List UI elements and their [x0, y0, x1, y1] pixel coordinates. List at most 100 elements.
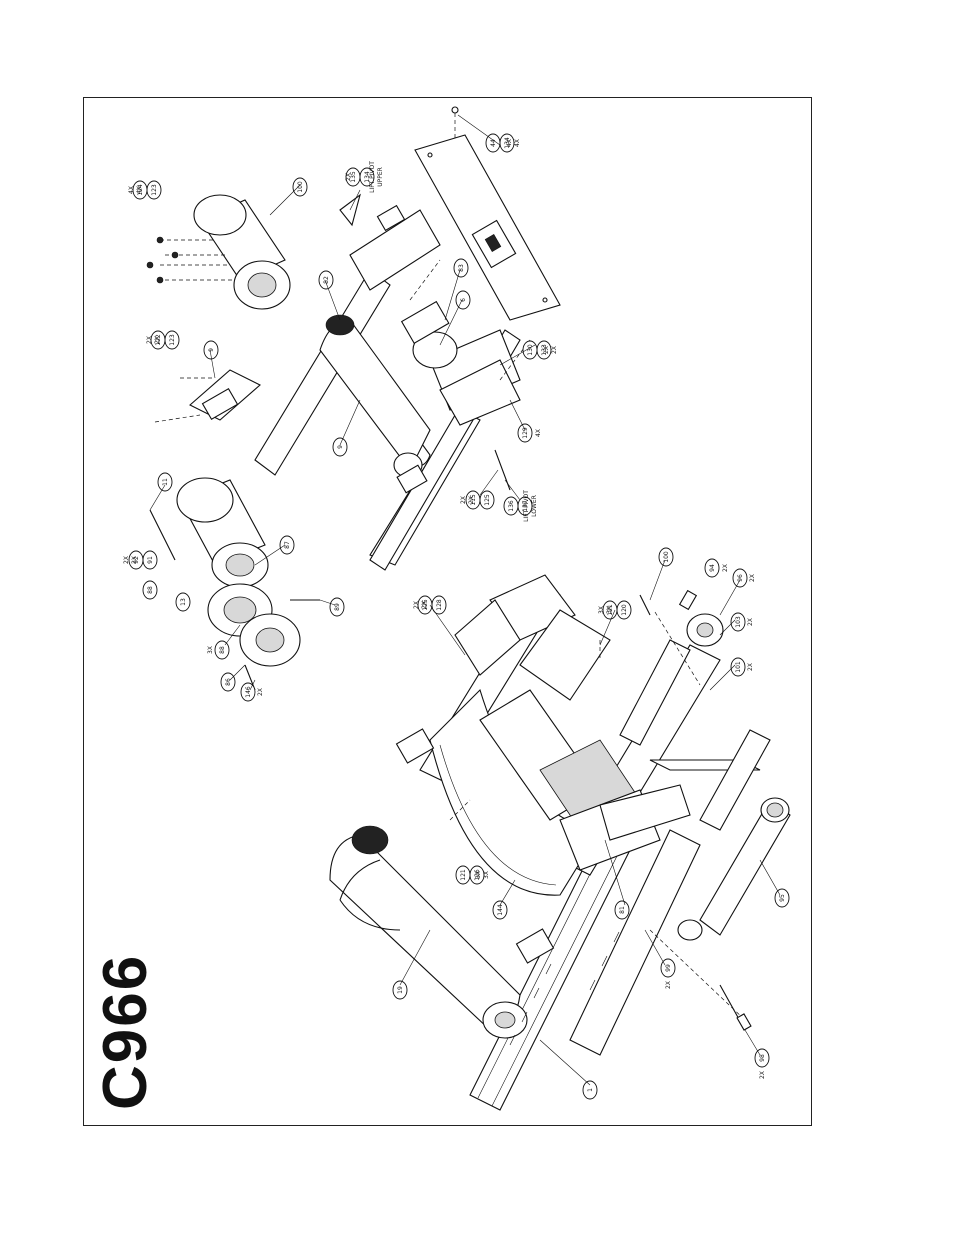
callout-c137t: LOWERLIFT PIVOT [523, 490, 538, 522]
callout-c88: 88 [143, 581, 157, 599]
callout-c89: 89 [330, 598, 344, 616]
callout-qty: 3X [483, 871, 490, 879]
callout-number: 100 [663, 551, 670, 563]
callout-number: 88 [147, 586, 154, 594]
callout-c126x: 3X3X [475, 871, 490, 879]
callout-qty: LOWER [531, 495, 538, 517]
callout-number: 81 [619, 906, 626, 914]
callout-c1: 1 [583, 1081, 597, 1099]
callout-qty: 2X [665, 981, 672, 989]
callout-qty: 2X [345, 173, 352, 181]
callout-qty: 2X [749, 574, 756, 582]
callout-qty: 2X [722, 564, 729, 572]
callout-c144: 144 [493, 901, 507, 919]
callout-c129: 129 [518, 424, 532, 442]
callout-number: 98 [759, 1054, 766, 1062]
callout-qty: 2X [257, 688, 264, 696]
callout-number: 95 [779, 894, 786, 902]
callout-qty: 2X [123, 556, 130, 564]
callout-qty: LIFT PIVOT [523, 490, 530, 522]
callout-qty: 2X [131, 556, 138, 564]
callout-number: 125 [484, 494, 491, 506]
callout-qty: 3X [606, 606, 613, 614]
callout-c19: 19 [393, 981, 407, 999]
callout-c101x: 2X [747, 663, 754, 671]
callout-number: 11 [162, 478, 169, 486]
callout-c96x: 2X [749, 574, 756, 582]
callout-number: 144 [497, 904, 504, 916]
callout-c91x: 2X2X [123, 556, 138, 564]
callout-qty: 3X [598, 606, 605, 614]
callout-number: 82 [323, 276, 330, 284]
callout-number: 13 [180, 598, 187, 606]
callout-qty: 4X [535, 429, 542, 437]
callout-qty: UPPER [377, 167, 384, 187]
callout-number: 101 [735, 661, 742, 673]
callout-c120x: 3X3X [598, 606, 613, 614]
callout-c6: 6 [456, 291, 470, 309]
callout-c9b: 9 [333, 438, 347, 456]
callout-qty: 2X [421, 601, 428, 609]
callout-number: 96 [737, 574, 744, 582]
callout-number: 89 [334, 603, 341, 611]
callout-c125x: 2X2X [460, 496, 475, 504]
callout-qty: 2X [460, 496, 467, 504]
callout-number: 120 [621, 604, 628, 616]
drive-motor-assembly [150, 478, 320, 690]
callout-c134x: 2X [345, 173, 352, 181]
callout-qty: 2X [543, 346, 550, 354]
callout-c98: 98 [755, 1049, 769, 1067]
main-frame-assembly [330, 575, 790, 1110]
callout-c88b: 88 [215, 641, 229, 659]
callout-number: 9 [337, 445, 344, 449]
callout-qty: 4X [514, 139, 521, 147]
callout-c88bx: 3X [207, 646, 214, 654]
callout-qty: 2X [747, 663, 754, 671]
callout-c103x: 2X [747, 618, 754, 626]
callout-qty: 4X [128, 186, 135, 194]
callout-c123x: 4X4X [128, 186, 143, 194]
callout-qty: 4X [136, 186, 143, 194]
callout-c94: 94 [705, 559, 719, 577]
callout-number: 91 [147, 556, 154, 564]
callout-number: 136 [508, 500, 515, 512]
callout-c100b: 100 [293, 178, 307, 196]
callout-number: 103 [735, 616, 742, 628]
callout-c95: 95 [775, 889, 789, 907]
callout-c129x: 4X [535, 429, 542, 437]
callout-qty: 2X [146, 336, 153, 344]
callout-c96: 96 [733, 569, 747, 587]
callout-number: 19 [397, 986, 404, 994]
callout-c13: 13 [176, 593, 190, 611]
callout-number: 121 [460, 869, 467, 881]
callout-number: 123 [169, 334, 176, 346]
callout-number: 83 [458, 264, 465, 272]
callout-qty: 2X [551, 346, 558, 354]
callout-number: 1 [587, 1088, 594, 1092]
callout-qty: 2X [154, 336, 161, 344]
motor-controller-assembly [155, 370, 260, 422]
callout-c82: 82 [319, 271, 333, 289]
callout-c11: 11 [158, 473, 172, 491]
callout-qty: 2X [413, 601, 420, 609]
callout-c100: 100 [659, 548, 673, 566]
callout-number: 9 [208, 348, 215, 352]
callout-c94x: 2X [722, 564, 729, 572]
callout-c81: 81 [615, 901, 629, 919]
callout-number: 129 [522, 427, 529, 439]
callout-c87: 87 [280, 536, 294, 554]
callout-qty: 2X [468, 496, 475, 504]
callout-number: 87 [284, 541, 291, 549]
callout-number: 99 [665, 964, 672, 972]
callout-qty: 3X [207, 646, 214, 654]
callout-qty: 4X [506, 139, 513, 147]
callout-number: 88 [219, 646, 226, 654]
callout-qty: 2X [759, 1071, 766, 1079]
